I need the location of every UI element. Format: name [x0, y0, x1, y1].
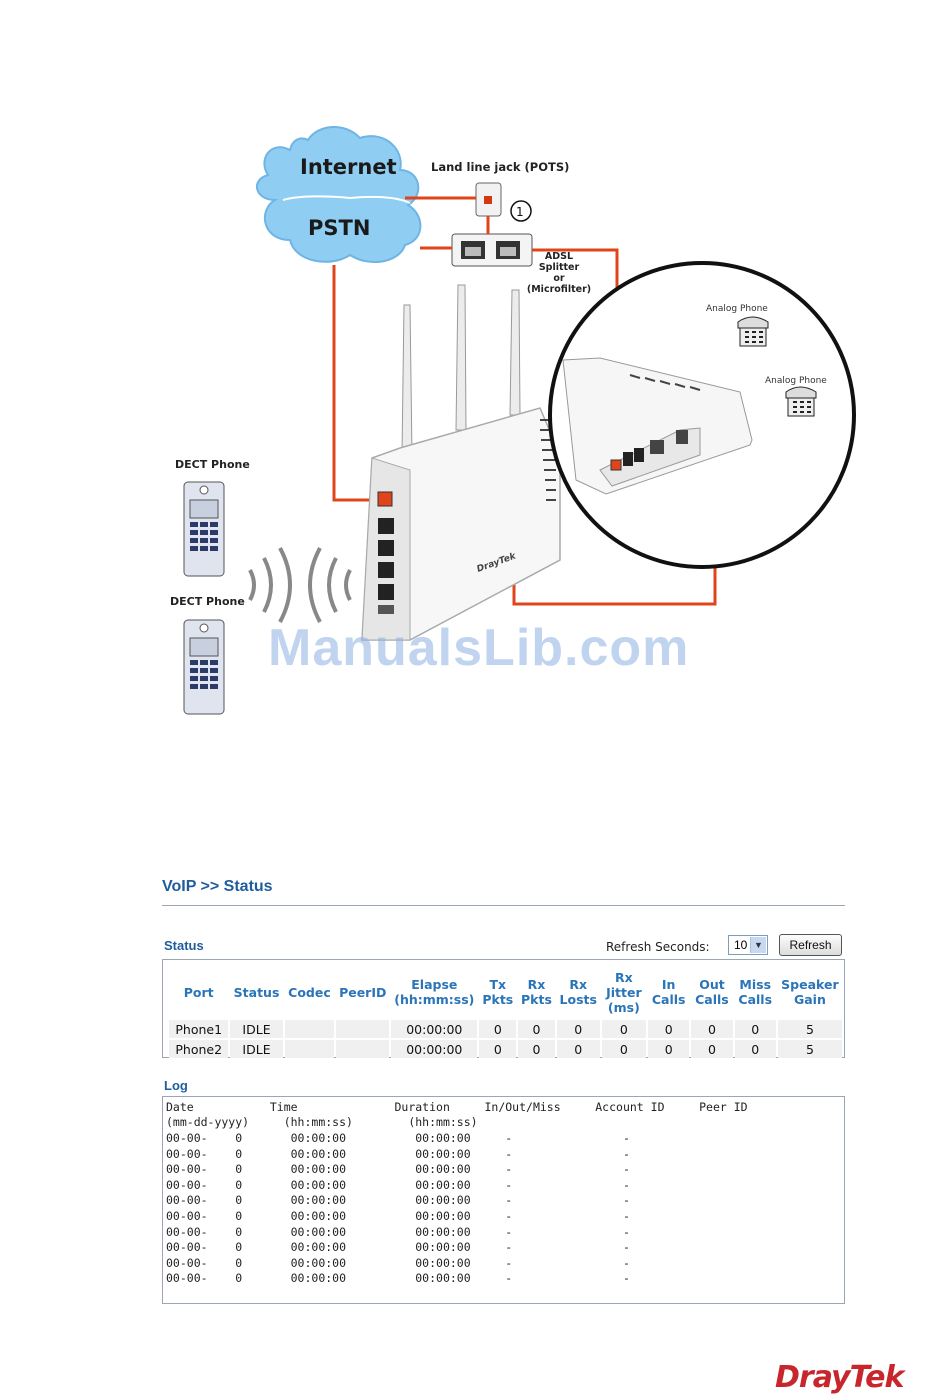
- title-divider: [162, 905, 845, 906]
- marker-1-label: 1: [516, 205, 524, 219]
- analog-phone-2-icon: [785, 386, 817, 417]
- watermark: ManualsLib.com: [268, 619, 690, 677]
- log-header-2: (mm-dd-yyyy) (hh:mm:ss) (hh:mm:ss): [166, 1115, 478, 1129]
- table-cell: 0: [691, 1020, 733, 1038]
- table-cell: 0: [734, 1020, 776, 1038]
- marker-1-icon: 1: [510, 200, 532, 222]
- status-section-title: Status: [164, 938, 204, 953]
- table-cell: 0: [648, 1020, 690, 1038]
- splitter-label-2: Splitter: [539, 262, 580, 273]
- log-row: 00-00- 0 00:00:00 00:00:00 - -: [166, 1209, 630, 1223]
- page-title: VoIP >> Status: [162, 878, 273, 895]
- log-row: 00-00- 0 00:00:00 00:00:00 - -: [166, 1162, 630, 1177]
- log-row: 00-00- 0 00:00:00 00:00:00 - -: [166, 1146, 630, 1161]
- table-cell: [284, 1020, 335, 1038]
- splitter-label-4: (Microfilter): [527, 284, 591, 295]
- network-diagram: Internet PSTN Land line jack (POTS) 1 AD…: [170, 125, 856, 715]
- router-icon: DrayTek: [361, 284, 561, 641]
- table-cell: 0: [648, 1040, 690, 1058]
- table-cell: 0: [556, 1020, 600, 1038]
- refresh-seconds-value: 10: [734, 938, 748, 952]
- draytek-logo: DrayTek: [775, 1360, 904, 1395]
- table-cell: IDLE: [230, 1040, 283, 1058]
- column-header: PeerID: [339, 984, 387, 1000]
- table-cell: IDLE: [230, 1020, 283, 1038]
- splitter-icon: [451, 233, 533, 267]
- splitter-label-3: or: [553, 273, 565, 284]
- land-line-jack-label: Land line jack (POTS): [431, 160, 569, 174]
- table-cell: 0: [734, 1040, 776, 1058]
- table-cell: 00:00:00: [391, 1040, 478, 1058]
- refresh-button[interactable]: Refresh: [779, 934, 842, 956]
- table-cell: 0: [518, 1020, 555, 1038]
- log-box: Date Time Duration In/Out/Miss Account I…: [162, 1096, 845, 1304]
- log-row: 00-00- 0 00:00:00 00:00:00 - -: [166, 1224, 630, 1239]
- log-section-title: Log: [164, 1078, 188, 1093]
- table-cell: 0: [479, 1040, 517, 1058]
- column-header: Codec: [288, 984, 331, 1000]
- pstn-label: PSTN: [308, 216, 370, 240]
- log-row: 00-00- 0 00:00:00 00:00:00 - -: [166, 1131, 630, 1145]
- analog-phone-1-icon: [737, 316, 769, 347]
- dect-phone-1-icon: [183, 481, 225, 577]
- table-cell: [336, 1020, 390, 1038]
- table-cell: 0: [601, 1020, 647, 1038]
- analog-phone-2-label: Analog Phone: [765, 376, 827, 386]
- table-cell: 0: [691, 1040, 733, 1058]
- wireless-waves-icon: [248, 547, 352, 623]
- table-cell: 0: [479, 1020, 517, 1038]
- table-cell: 5: [777, 1040, 842, 1058]
- table-cell: 5: [777, 1020, 842, 1038]
- internet-label: Internet: [300, 155, 397, 179]
- table-cell: Phone1: [169, 1020, 229, 1038]
- column-header: Port: [183, 984, 214, 1000]
- dect-phone-1-label: DECT Phone: [175, 458, 250, 471]
- dect-phone-2-label: DECT Phone: [170, 595, 245, 608]
- table-cell: 0: [518, 1040, 555, 1058]
- dect-phone-2-icon: [183, 619, 225, 715]
- table-cell: 0: [556, 1040, 600, 1058]
- log-row: 00-00- 0 00:00:00 00:00:00 - -: [166, 1240, 630, 1255]
- log-header-1: Date Time Duration In/Out/Miss Account I…: [166, 1100, 748, 1114]
- splitter-label-1: ADSL: [545, 251, 573, 262]
- column-header: Status: [233, 984, 280, 1000]
- table-cell: [284, 1040, 335, 1058]
- zoom-detail: [548, 261, 856, 569]
- column-header: Elapse(hh:mm:ss): [394, 977, 475, 1007]
- refresh-seconds-label: Refresh Seconds:: [606, 940, 710, 954]
- table-cell: 00:00:00: [391, 1020, 478, 1038]
- refresh-seconds-select[interactable]: 10 ▼: [728, 935, 768, 955]
- log-row: 00-00- 0 00:00:00 00:00:00 - -: [166, 1177, 630, 1192]
- log-row: 00-00- 0 00:00:00 00:00:00 - -: [166, 1271, 630, 1286]
- log-row: 00-00- 0 00:00:00 00:00:00 - -: [166, 1255, 630, 1270]
- analog-phone-1-label: Analog Phone: [706, 304, 768, 314]
- table-cell: [336, 1040, 390, 1058]
- table-cell: Phone2: [169, 1040, 229, 1058]
- chevron-down-icon[interactable]: ▼: [750, 937, 766, 953]
- cloud-icon: [256, 125, 422, 263]
- log-row: 00-00- 0 00:00:00 00:00:00 - -: [166, 1193, 630, 1208]
- table-cell: 0: [601, 1040, 647, 1058]
- wall-jack-icon: [475, 182, 502, 217]
